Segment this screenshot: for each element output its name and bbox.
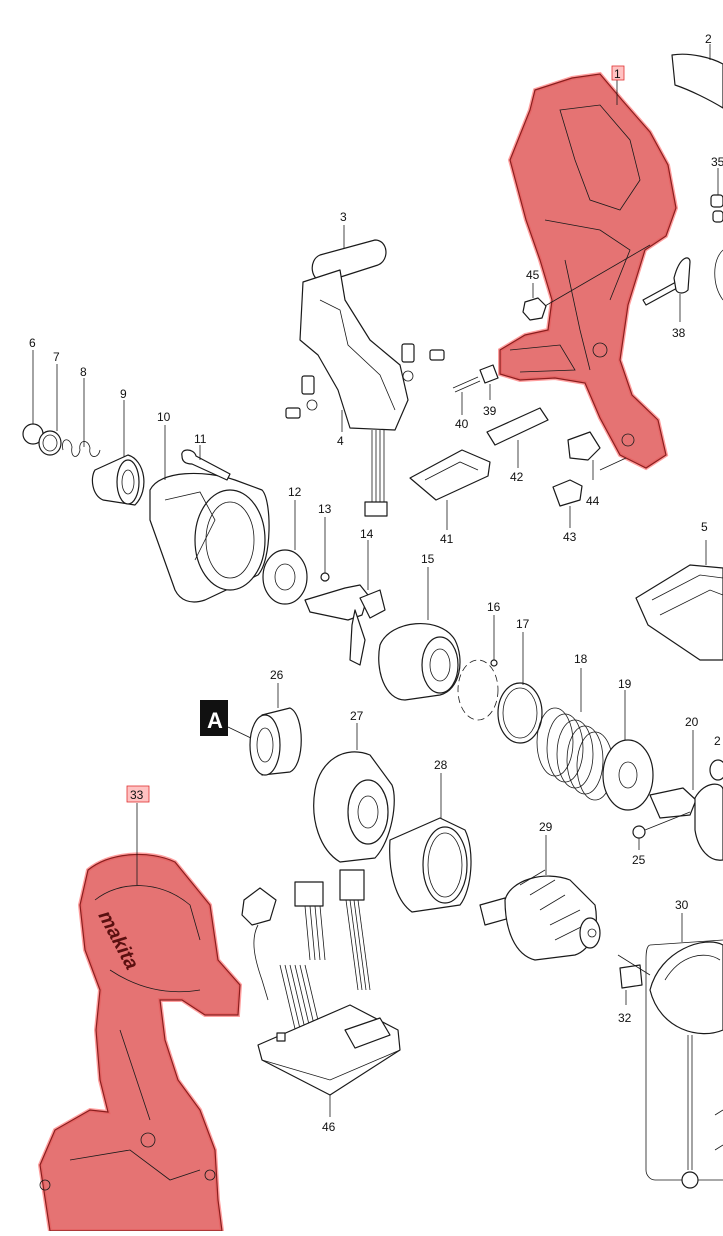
callout-38: 38 (672, 326, 686, 340)
part-43[interactable] (552, 479, 583, 528)
part-17-oring[interactable] (497, 632, 543, 744)
part-45-nut[interactable] (522, 244, 651, 321)
part-38-screw[interactable] (642, 257, 691, 322)
part-20-anvil[interactable] (649, 730, 723, 861)
part-3[interactable] (311, 225, 387, 283)
callout-11: 11 (194, 432, 207, 446)
callout-44: 44 (586, 494, 600, 508)
callout-29: 29 (539, 820, 553, 834)
callout-13: 13 (318, 502, 332, 516)
callout-39: 39 (483, 404, 497, 418)
callout-30: 30 (675, 898, 689, 912)
part-16-ring[interactable] (457, 615, 499, 721)
part-11-screw[interactable] (181, 445, 231, 481)
part-27[interactable] (313, 723, 395, 863)
part-35[interactable] (710, 168, 723, 301)
callout-2: 2 (705, 32, 712, 46)
callout-33: 33 (130, 788, 144, 802)
part-21[interactable] (709, 759, 723, 781)
part-25-ball[interactable] (632, 811, 691, 850)
part-12-washer[interactable] (262, 500, 308, 605)
callout-32: 32 (618, 1011, 632, 1025)
part-18-spring[interactable] (536, 668, 614, 801)
part-1-housing[interactable] (498, 65, 679, 471)
callout-27: 27 (350, 709, 364, 723)
part-7-ring[interactable] (38, 364, 62, 456)
callout-18: 18 (574, 652, 588, 666)
part-13-ball[interactable] (320, 517, 330, 582)
part-9-bearing[interactable] (91, 400, 145, 506)
callout-5: 5 (701, 520, 708, 534)
part-15[interactable] (378, 567, 461, 701)
part-19-washer[interactable] (602, 690, 654, 811)
callout-46: 46 (322, 1120, 336, 1134)
part-29-rotor[interactable] (479, 835, 601, 961)
callout-25: 25 (632, 853, 646, 867)
callout-20: 20 (685, 715, 699, 729)
callout-6: 6 (29, 336, 36, 350)
part-26-bearing[interactable] (249, 683, 302, 776)
callout-9: 9 (120, 387, 127, 401)
part-6-ring[interactable] (22, 350, 44, 445)
callout-26: 26 (270, 668, 284, 682)
callout-42: 42 (510, 470, 524, 484)
part-44[interactable] (567, 431, 627, 480)
callout-12: 12 (288, 485, 302, 499)
callout-40: 40 (455, 417, 469, 431)
part-40[interactable] (452, 376, 481, 415)
callout-8: 8 (80, 365, 87, 379)
callout-35: 35 (711, 155, 723, 169)
part-2[interactable] (671, 44, 723, 109)
part-46-controller[interactable] (257, 964, 401, 1117)
section-marker-label: A (207, 708, 223, 733)
callout-10: 10 (157, 410, 171, 424)
callout-3: 3 (340, 210, 347, 224)
callout-14: 14 (360, 527, 374, 541)
callout-43: 43 (563, 530, 577, 544)
callout-7: 7 (53, 350, 60, 364)
part-4-switch[interactable] (285, 269, 445, 517)
callout-45: 45 (526, 268, 540, 282)
part-33-housing[interactable]: makita (37, 785, 243, 1233)
part-41[interactable] (409, 449, 491, 530)
part-42-strip[interactable] (486, 407, 549, 468)
callout-21: 2 (714, 734, 721, 748)
part-5[interactable] (635, 540, 723, 661)
part-8-spring[interactable] (62, 378, 101, 457)
part-30-stator[interactable] (645, 913, 723, 1189)
part-39[interactable] (479, 364, 499, 400)
callout-1: 1 (614, 67, 621, 81)
part-32[interactable] (617, 954, 651, 1005)
callout-16: 16 (487, 600, 501, 614)
callout-15: 15 (421, 552, 435, 566)
connector-harness[interactable] (241, 869, 371, 1001)
callout-19: 19 (618, 677, 632, 691)
part-10-gear-housing[interactable] (149, 425, 270, 603)
section-marker-a: A (200, 700, 256, 741)
callout-41: 41 (440, 532, 454, 546)
part-14-spindle[interactable] (304, 540, 386, 666)
callout-28: 28 (434, 758, 448, 772)
callout-4: 4 (337, 434, 344, 448)
part-28[interactable] (389, 773, 472, 913)
callout-17: 17 (516, 617, 530, 631)
